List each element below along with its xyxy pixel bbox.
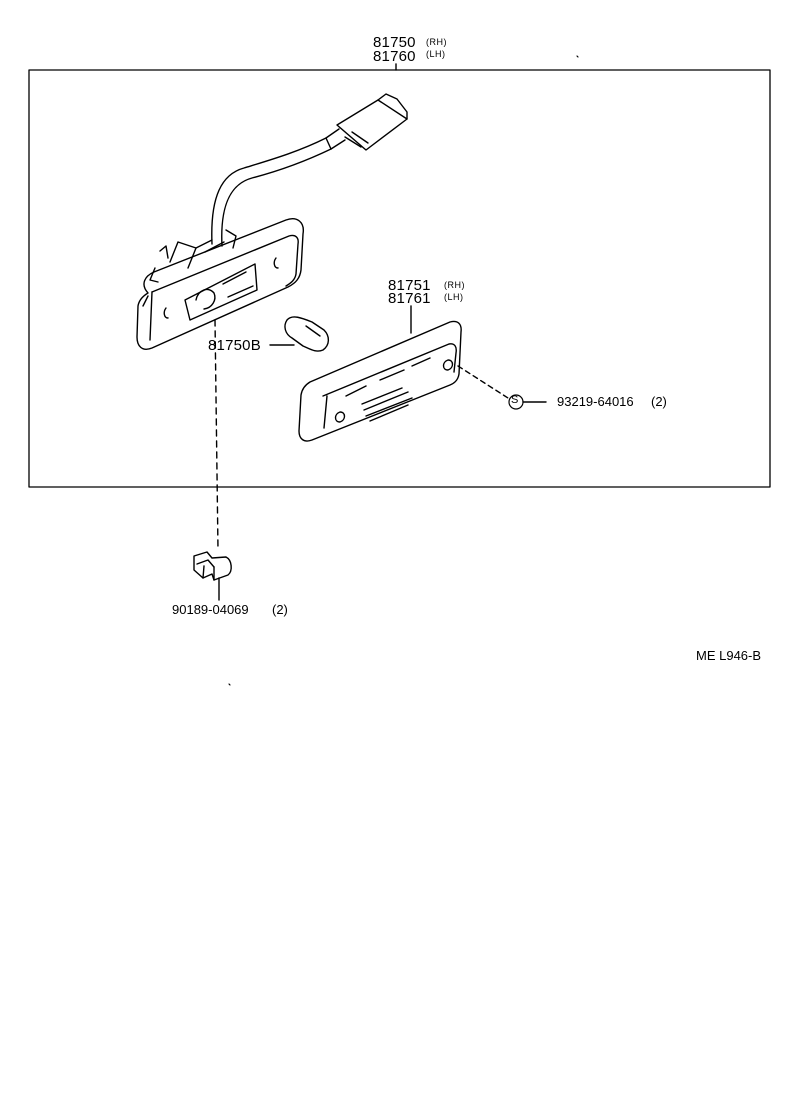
lens-lh-number: 81761 xyxy=(388,290,431,307)
connector-harness xyxy=(211,93,408,247)
screw-symbol-circle xyxy=(508,394,524,410)
bulb xyxy=(284,316,330,352)
screw-symbol: S xyxy=(511,394,519,406)
screw-leader xyxy=(457,365,547,403)
clip-number: 90189-04069 xyxy=(172,602,249,617)
lens-rh-number: 81751 xyxy=(388,277,431,294)
assembly-lh-side: (LH) xyxy=(426,49,446,59)
scan-specks xyxy=(228,55,579,686)
clip xyxy=(193,551,232,581)
lens-rh-side: (RH) xyxy=(444,280,465,290)
assembly-frame xyxy=(28,69,771,488)
screw-number: 93219-64016 xyxy=(557,394,634,409)
assembly-lh-number: 81760 xyxy=(373,48,416,65)
lamp-housing xyxy=(136,218,304,350)
diagram-code: ME L946-B xyxy=(696,648,762,663)
clip-qty: (2) xyxy=(272,602,288,617)
assembly-rh-number: 81750 xyxy=(373,34,416,51)
assembly-rh-side: (RH) xyxy=(426,37,447,47)
lens xyxy=(298,320,462,442)
lens-lh-side: (LH) xyxy=(444,292,464,302)
screw-qty: (2) xyxy=(651,394,667,409)
clip-leader xyxy=(214,319,220,601)
bulb-number: 81750B xyxy=(208,337,261,354)
